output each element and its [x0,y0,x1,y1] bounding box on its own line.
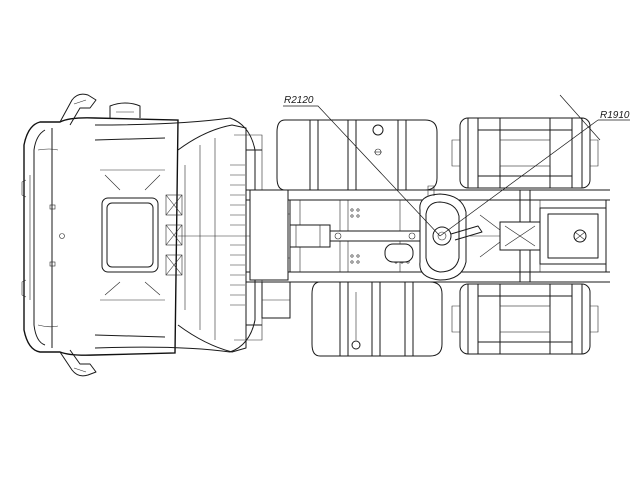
radius-label-front: R2120 [284,95,314,106]
fuel-tank-bottom [311,281,443,357]
rear-crossmember [539,199,607,273]
roof-hatch [101,197,159,273]
radius-dimension-front [283,105,441,237]
cab-vents [165,194,183,276]
radiator [230,164,245,306]
fuel-tank-top [276,119,438,191]
radius-dimension-rear [439,94,630,237]
air-tank [384,243,414,263]
cab [21,93,268,377]
rear-wheel-bottom [451,283,599,355]
rear-wheel-top [451,117,599,189]
driveshaft [329,230,421,242]
fifth-wheel [419,185,483,281]
left-mirror [59,93,97,126]
right-mirror [59,349,97,377]
rear-axle [470,190,541,282]
radius-label-rear: R1910 [600,110,630,121]
